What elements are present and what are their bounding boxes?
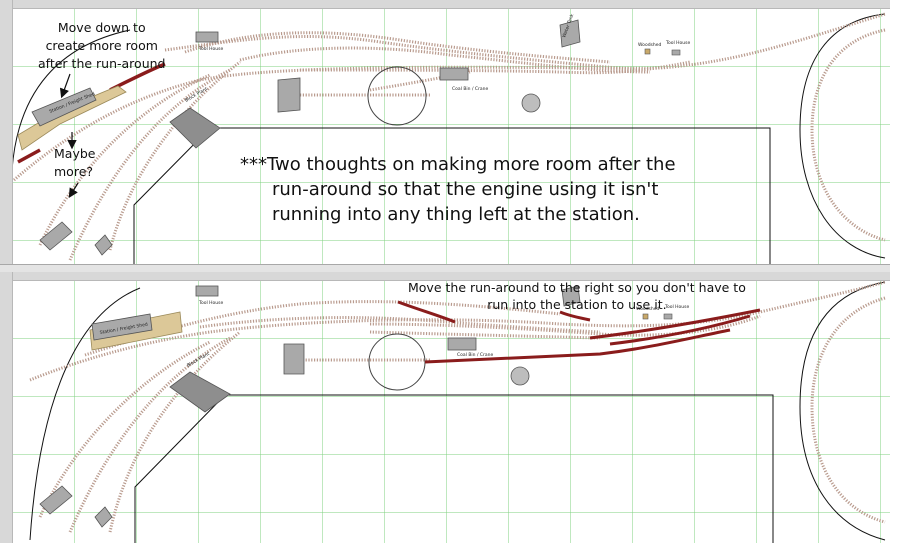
lower-building [39, 221, 73, 251]
tool-house-right [663, 313, 673, 320]
note-move-down: Move down to create more room after the … [38, 20, 166, 71]
water-tower [510, 366, 530, 386]
layout-view-top: Station / Freight Shed Block Plant Tool … [0, 0, 890, 264]
tool-house-left [195, 285, 219, 297]
track-plan-top: Station / Freight Shed Block Plant Tool … [11, 8, 890, 264]
run-around-highlight [17, 148, 41, 164]
station-building [91, 313, 153, 341]
ruler-top [0, 0, 890, 9]
arrow [59, 73, 71, 99]
water-tower [521, 93, 541, 113]
coal-bin [439, 67, 469, 81]
turntable [367, 66, 427, 126]
benchwork-edge [225, 394, 774, 543]
benchwork-edge [134, 394, 226, 543]
block-plant-building [169, 371, 231, 413]
woodshed [642, 313, 649, 320]
arrow [68, 182, 79, 199]
coal-bin-label: Coal Bin / Crane [452, 86, 489, 92]
tool-house-right-label: Tool House [665, 40, 691, 46]
station-building [31, 87, 97, 127]
loop-track [810, 296, 886, 524]
engine-house [283, 343, 305, 375]
run-around-highlight [397, 300, 761, 364]
note-maybe-more: Maybe more? [54, 146, 96, 179]
grid [12, 8, 890, 264]
lower-building [39, 485, 73, 515]
tracks [13, 12, 886, 261]
water-tank [561, 285, 581, 307]
tool-house-left-label: Tool House [198, 46, 224, 52]
ruler-left [0, 0, 13, 264]
note-main: ***Two thoughts on making more room afte… [240, 154, 676, 225]
benchwork-edge [799, 13, 886, 259]
engine-house [277, 77, 301, 113]
benchwork-edge [29, 287, 141, 541]
right-margin [890, 0, 912, 543]
woodshed-label: Woodshed [636, 306, 660, 312]
benchwork-edge [11, 29, 131, 171]
loop-track [810, 28, 886, 242]
woodshed-label: Woodshed [638, 42, 662, 48]
ruler-top [0, 272, 890, 281]
woodshed [644, 48, 651, 55]
layout-view-bottom: Station / Freight Shed Block Plant Tool … [0, 272, 890, 543]
ruler-left [0, 272, 13, 543]
benchwork-edge [133, 127, 211, 264]
block-plant-building [169, 107, 221, 149]
lower-building-small [94, 234, 113, 256]
tool-house-left-label: Tool House [198, 300, 224, 306]
coal-bin [447, 337, 477, 351]
track-plan-bottom: Station / Freight Shed Block Plant Tool … [12, 280, 890, 543]
tool-house-right [671, 49, 681, 56]
tool-house-left [195, 31, 219, 43]
lower-building-small [94, 506, 113, 528]
note-move-right: Move the run-around to the right so you … [408, 280, 746, 312]
water-tank [559, 19, 581, 48]
benchwork-edge [210, 127, 771, 264]
coal-bin-label: Coal Bin / Crane [457, 352, 494, 358]
tool-house-right-label: Tool House [664, 304, 690, 310]
benchwork-edge [799, 281, 886, 541]
